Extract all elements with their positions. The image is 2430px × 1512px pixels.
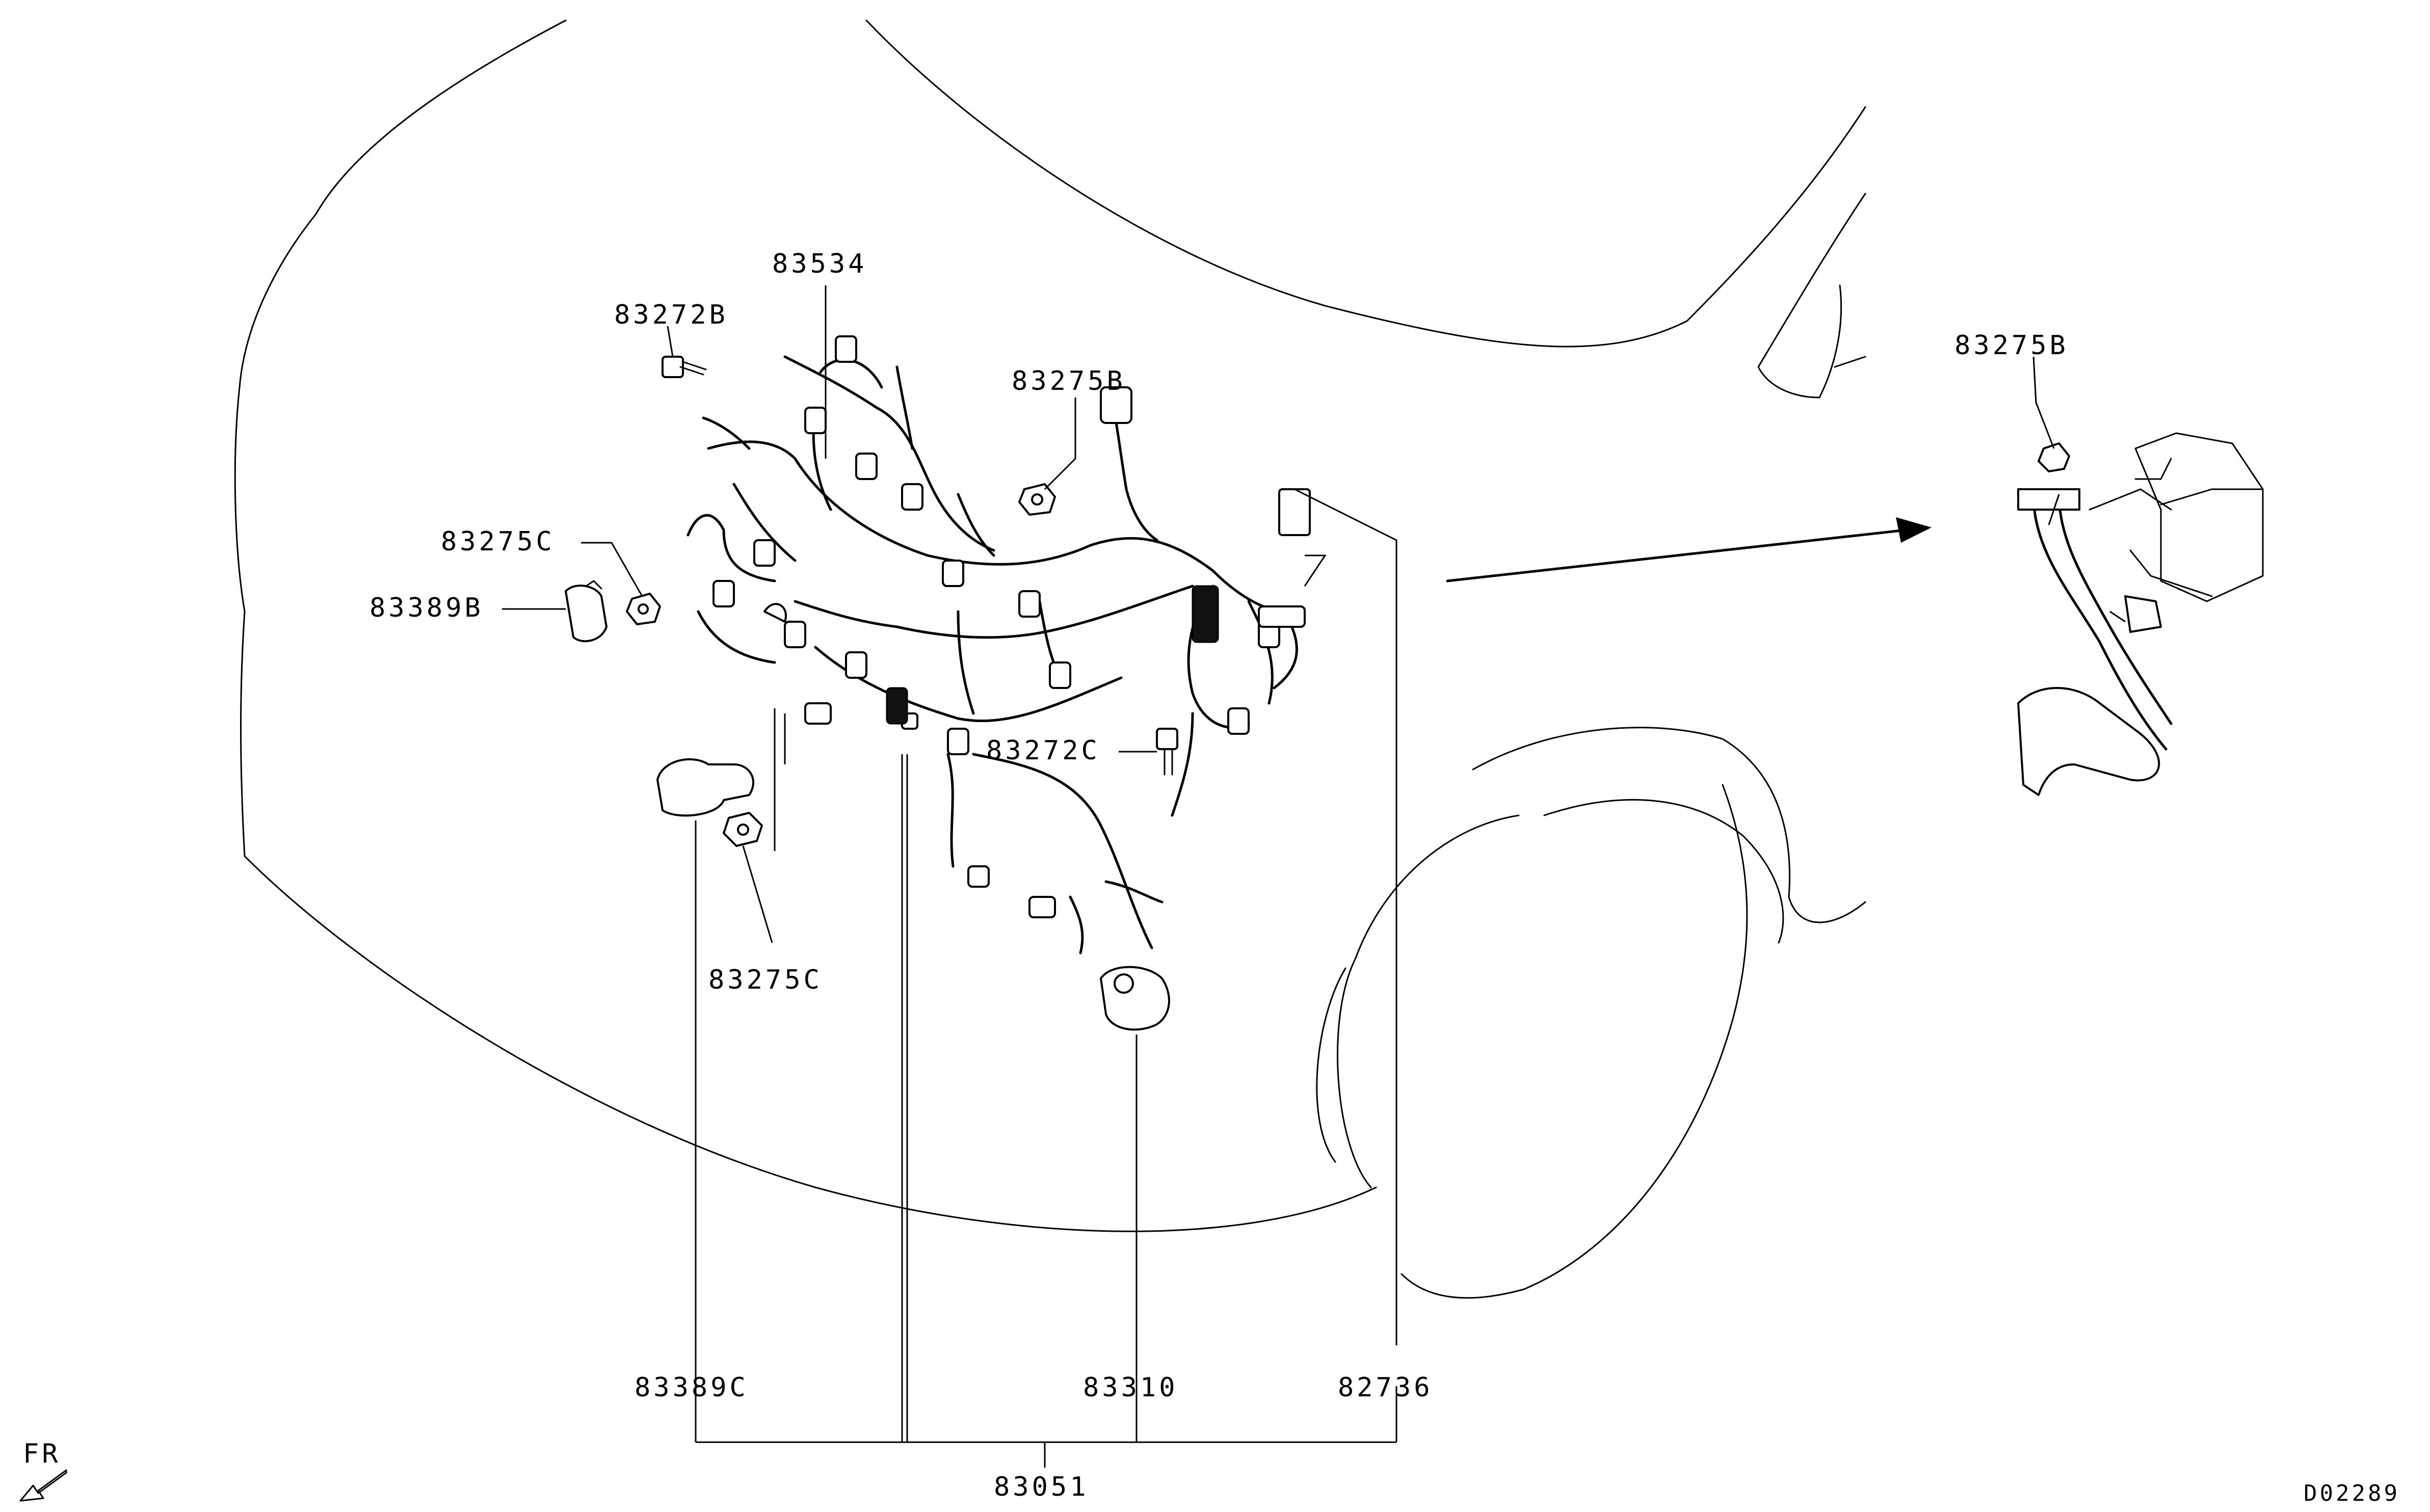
label-83272c: 83272C	[986, 735, 1100, 766]
harness-connectors	[712, 335, 1311, 918]
car-body-outline	[234, 19, 1866, 1299]
label-83389b: 83389B	[369, 593, 484, 623]
battery-detail-view	[2017, 432, 2264, 796]
label-83275b-detail: 83275B	[1954, 330, 2069, 361]
arrow-down-left-icon	[19, 1469, 67, 1502]
clip-83389b	[565, 580, 608, 643]
label-83275b-main: 83275B	[1012, 366, 1126, 396]
label-83275c-lower: 83275C	[708, 965, 823, 995]
nut-83275b-main	[1018, 483, 1056, 516]
label-83389c: 83389C	[635, 1372, 749, 1403]
diagram-code: D02289	[2304, 1480, 2400, 1506]
grommet-83310	[1100, 966, 1170, 1031]
label-82736: 82736	[1338, 1372, 1433, 1403]
label-83051: 83051	[994, 1472, 1089, 1502]
label-83275c-upper: 83275C	[441, 526, 555, 557]
bolt-83272b	[662, 356, 707, 378]
detail-arrow	[1446, 517, 1932, 582]
engine-wiring-harness	[686, 355, 1301, 954]
label-83310: 83310	[1083, 1372, 1178, 1403]
clip-83389c	[656, 758, 755, 817]
nut-83275c-upper	[626, 593, 661, 625]
leader-lines	[502, 285, 2126, 1468]
label-83272b: 83272B	[614, 300, 728, 330]
part-labels: 83534 83272B 83275B 83275C 83389B 83272C…	[369, 249, 2069, 1502]
nut-83275c-lower	[723, 812, 763, 847]
front-direction-indicator: FR	[19, 1439, 67, 1502]
bolt-83272c	[1156, 728, 1178, 776]
label-83534: 83534	[772, 249, 867, 279]
direction-label: FR	[23, 1439, 61, 1469]
